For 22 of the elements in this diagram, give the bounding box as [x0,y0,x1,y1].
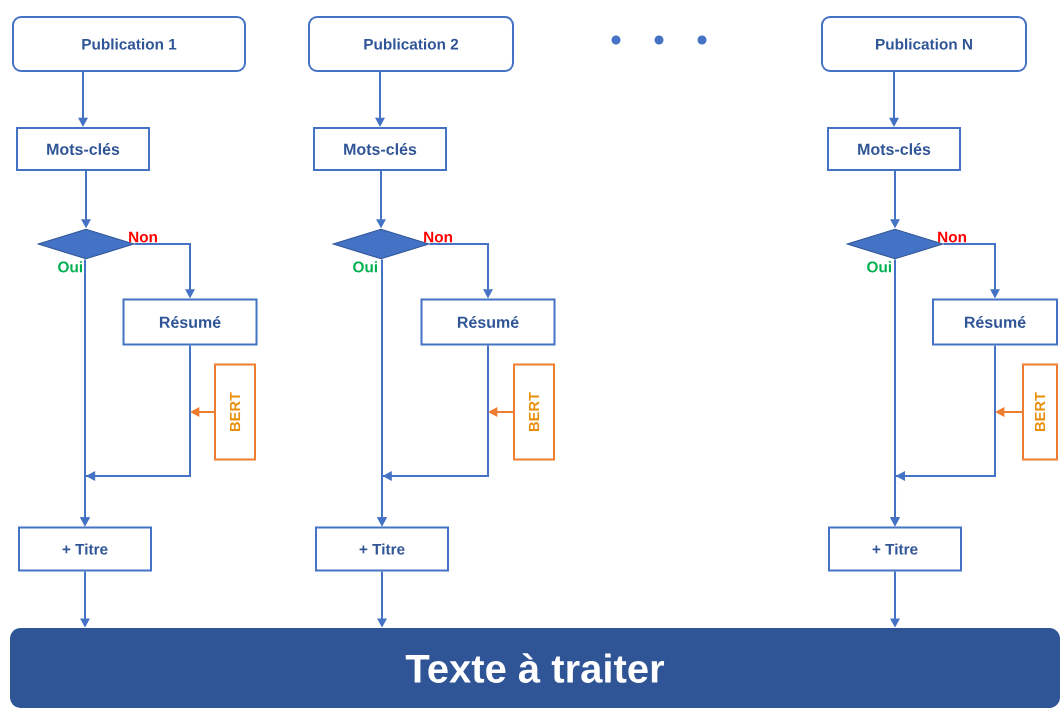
process-box: Mots-clés [827,127,961,171]
edge-label: Oui [353,261,377,273]
edge-label: Oui [867,261,891,273]
process-box: Publication 1 [12,16,246,72]
edge-label: Non [129,231,157,243]
model-box: BERT [214,363,256,461]
output-band: Texte à traiter [10,628,1060,708]
process-box: Résumé [122,298,258,346]
process-box: Mots-clés [313,127,447,171]
edge-label: Oui [58,261,82,273]
model-box: BERT [513,363,555,461]
process-box: + Titre [18,526,152,572]
process-box: Publication 2 [308,16,514,72]
process-box: Publication N [821,16,1027,72]
process-box: Résumé [932,298,1058,346]
edge-label: Non [424,231,452,243]
edge-label: Non [938,231,966,243]
process-box: + Titre [828,526,962,572]
process-box: + Titre [315,526,449,572]
model-box: BERT [1022,363,1058,461]
process-box: Résumé [420,298,556,346]
process-box: Mots-clés [16,127,150,171]
